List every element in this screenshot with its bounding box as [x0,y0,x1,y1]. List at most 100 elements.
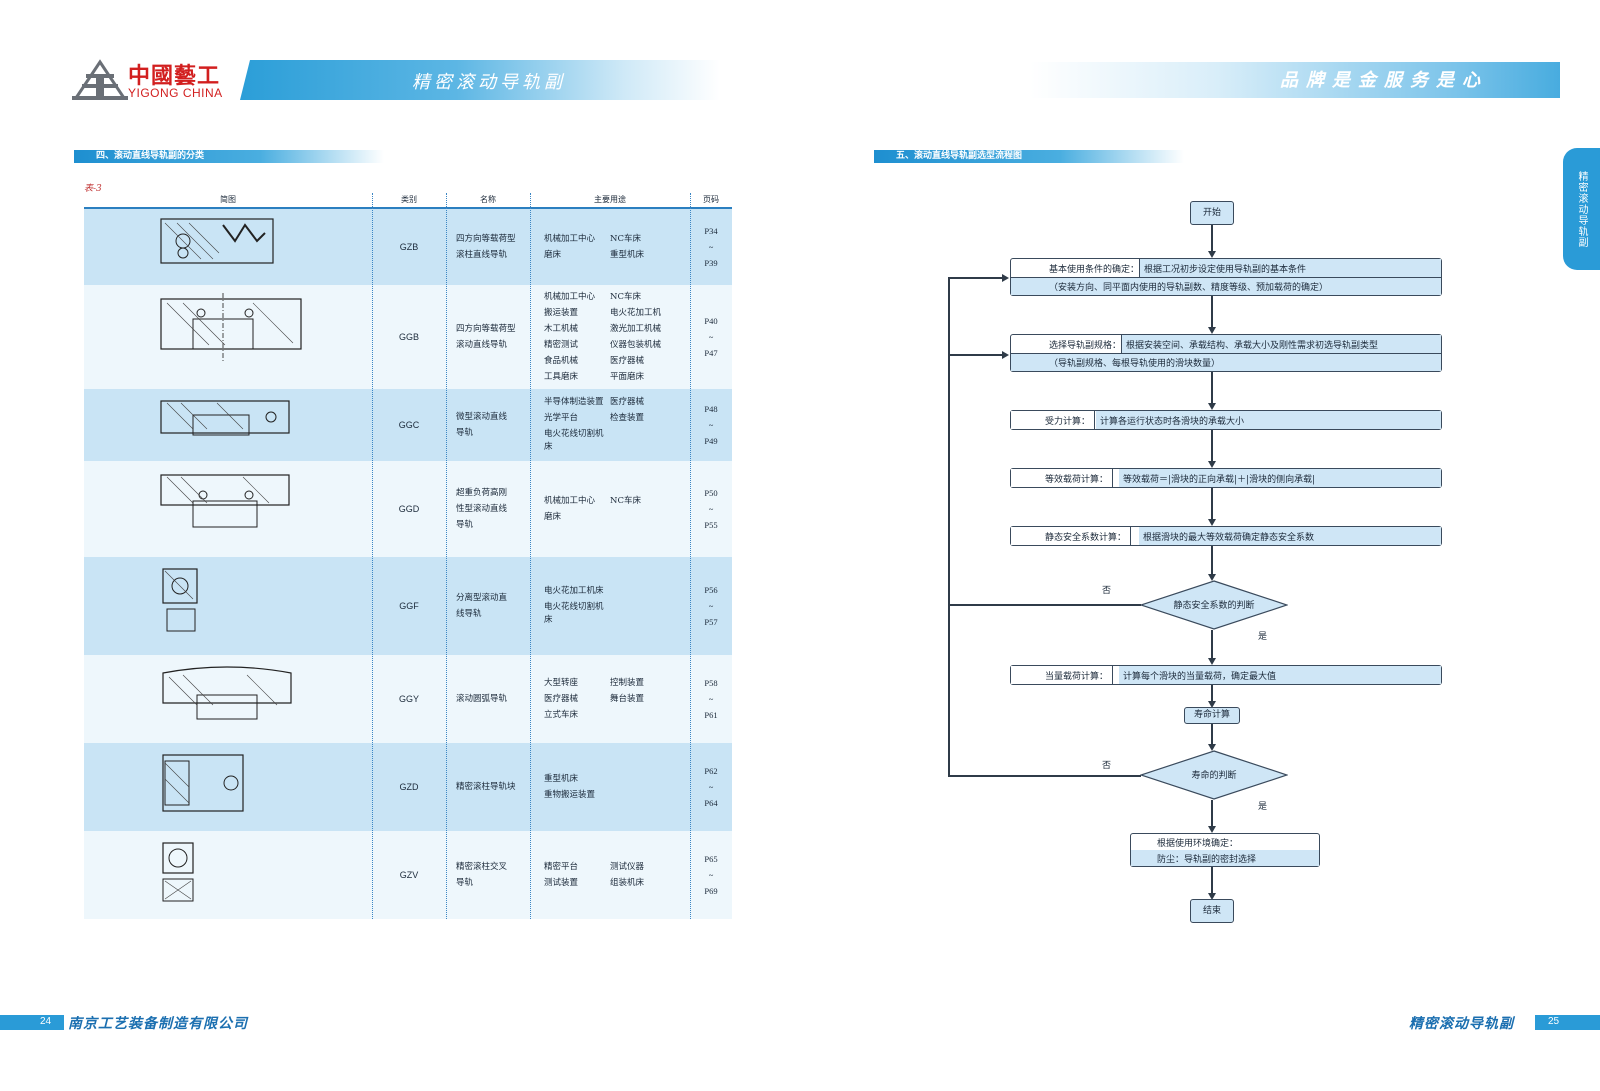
row-drawing-cell [84,461,372,557]
row-code: GGD [398,504,420,514]
flow-step-label: 静态安全系数计算： [1011,527,1132,545]
column-header: 类别 [401,195,417,204]
cross-roller-drawing-icon [162,842,194,902]
flow-step-text: （安装方向、同平面内使用的导轨副数、精度等级、预加载荷的确定） [1011,277,1441,295]
table-row: GZD 精密滚柱导轨块 重型机床重物搬运装置 P62~P64 [84,743,732,831]
flow-step-text: 根据工况初步设定使用导轨副的基本条件 [1139,259,1441,277]
column-header: 页码 [703,195,719,204]
section-title-selection-flow: 五、滚动直线导轨副选型流程图 [874,150,1184,163]
flow-start: 开始 [1190,201,1234,225]
row-code: GGC [398,420,420,430]
page-number-left: 24 [40,1016,52,1027]
side-tab: 精密滚动导轨副 [1563,148,1600,270]
row-name: 精密滚柱导轨块 [456,782,516,792]
flow-step-label: 受力计算： [1011,411,1096,429]
column-divider [446,193,447,919]
ball-guide-drawing-icon [160,293,302,363]
row-code: GGY [398,694,419,704]
footer-company: 南京工艺装备制造有限公司 [68,1016,248,1032]
row-drawing-cell [84,831,372,919]
row-drawing-cell [84,209,372,285]
roller-block-drawing-icon [162,754,244,812]
flow-step-label: 基本使用条件的确定： [1049,264,1140,275]
flow-decision-text: 寿命的判断 [1191,771,1237,781]
header-band-left [240,60,720,100]
header-title: 精密滚动导轨副 [412,72,566,93]
flow-decision-static-safety [1140,580,1288,630]
row-pages: P34~P39 [704,226,718,268]
row-code: GZD [399,782,419,792]
table-row: GGY 滚动圆弧导轨 大型转座控制装置医疗器械舞台装置立式车床 P58~P61 [84,655,732,743]
arc-guide-drawing-icon [162,666,292,720]
row-pages: P50~P55 [704,488,718,530]
row-drawing-cell [84,389,372,461]
row-name: 四方向等载荷型滚动直线导轨 [456,324,516,350]
header-slogan: 品牌是金服务是心 [1280,70,1488,91]
row-code: GZB [399,242,419,252]
flow-step-label: 等效载荷计算： [1011,469,1114,487]
logo-chinese-text: 中國藝工 [128,63,221,89]
flow-loop-line [948,277,950,777]
flow-step-text: （导轨副规格、每根导轨使用的滑块数量） [1011,353,1441,371]
flow-step-text: 计算每个滑块的当量载荷，确定最大值 [1119,666,1441,684]
flow-step-equivalent-load: 等效载荷计算： 等效载荷＝|滑块的正向承载|＋|滑块的侧向承载| [1010,468,1442,488]
flow-step-text: 根据使用环境确定： [1157,838,1239,849]
heavy-guide-drawing-icon [160,474,290,528]
flow-step-text: 等效载荷＝|滑块的正向承载|＋|滑块的侧向承载| [1119,469,1441,487]
flow-step-label: 选择导轨副规格： [1049,340,1122,351]
column-divider [690,193,691,919]
flow-yes-label: 是 [1258,632,1268,642]
section-title-classification: 四、滚动直线导轨副的分类 [74,150,384,163]
logo-english-text: YIGONG CHINA [128,86,223,100]
selection-flowchart: 开始 基本使用条件的确定： 根据工况初步设定使用导轨副的基本条件 （安装方向、同… [940,195,1460,950]
roller-guide-drawing-icon [160,218,274,264]
row-pages: P48~P49 [704,404,718,446]
row-uses: 大型转座控制装置医疗器械舞台装置立式车床 [544,677,645,720]
flow-life-calc: 寿命计算 [1184,707,1240,724]
row-drawing-cell [84,743,372,831]
mini-guide-drawing-icon [160,400,290,436]
row-uses: 精密平台测试仪器测试装置组装机床 [544,861,645,888]
flow-decision-text: 静态安全系数的判断 [1173,601,1255,611]
column-header: 主要用途 [594,195,626,204]
row-pages: P58~P61 [704,678,718,720]
separate-guide-drawing-icon [162,568,198,632]
row-drawing-cell [84,655,372,743]
row-pages: P62~P64 [704,766,718,808]
table-caption: 表-3 [84,184,102,194]
flow-step-static-safety: 静态安全系数计算： 根据滑块的最大等效载荷确定静态安全系数 [1010,526,1442,546]
footer-left-bar [0,1015,64,1030]
row-name: 四方向等载荷型滚柱直线导轨 [456,234,516,260]
column-divider [530,193,531,919]
column-divider [372,193,373,919]
row-name: 超重负荷高刚性型滚动直线导轨 [456,488,508,530]
row-pages: P40~P47 [704,316,718,358]
row-drawing-cell [84,285,372,389]
flow-step-basic-conditions: 基本使用条件的确定： 根据工况初步设定使用导轨副的基本条件 （安装方向、同平面内… [1010,258,1442,296]
flow-step-text: 根据滑块的最大等效载荷确定静态安全系数 [1139,527,1441,545]
column-header: 名称 [480,195,496,204]
table-row: GGF 分离型滚动直线导轨 电火花加工机床电火花线切割机床 P56~P57 [84,557,732,655]
footer-right-bar [1535,1015,1600,1030]
flow-step-select-spec: 选择导轨副规格： 根据安装空间、承载结构、承载大小及刚性需求初选导轨副类型 （导… [1010,334,1442,372]
row-name: 微型滚动直线导轨 [456,412,508,438]
row-uses: 电火花加工机床电火花线切割机床 [544,586,604,625]
flow-step-force-calc: 受力计算： 计算各运行状态时各滑块的承载大小 [1010,410,1442,430]
column-header: 简图 [220,195,236,204]
flow-yes-label: 是 [1258,802,1268,812]
flow-decision-life [1140,750,1288,800]
flow-step-environment: 根据使用环境确定： 防尘：导轨副的密封选择 [1130,833,1320,867]
flow-no-label: 否 [1102,586,1112,596]
row-name: 滚动圆弧导轨 [456,694,508,704]
row-code: GGF [399,601,419,611]
row-pages: P56~P57 [704,585,718,627]
row-code: GGB [398,332,419,342]
row-name: 分离型滚动直线导轨 [456,593,508,619]
row-uses: 重型机床重物搬运装置 [544,773,596,800]
